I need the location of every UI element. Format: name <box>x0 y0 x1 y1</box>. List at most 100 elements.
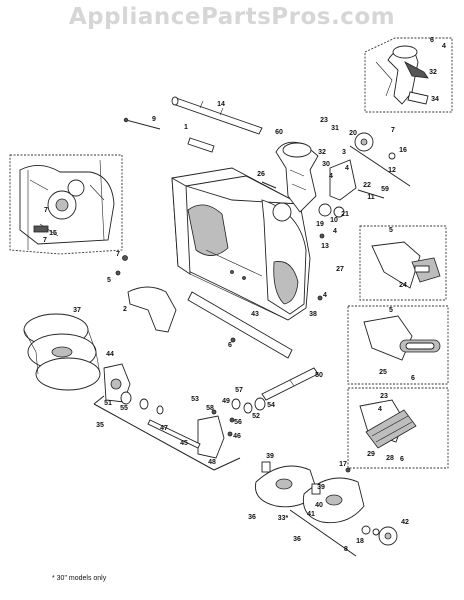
inset-gearbox-detail <box>9 154 123 255</box>
callout-c-36b: 36 <box>293 536 301 543</box>
discharge-chute <box>275 141 319 213</box>
callout-c-14: 14 <box>217 101 225 108</box>
callout-c-37: 37 <box>73 307 81 314</box>
callout-c-5b: 5 <box>107 277 111 284</box>
callout-c-48: 48 <box>208 459 216 466</box>
scraper-bar <box>187 291 293 359</box>
callout-c-29: 29 <box>367 451 375 458</box>
callout-c-36a: 36 <box>248 514 256 521</box>
callout-c-13: 13 <box>321 243 329 250</box>
callout-c-5c: 5 <box>389 307 393 314</box>
callout-c-30: 30 <box>322 161 330 168</box>
callout-c-33: 33* <box>278 515 289 522</box>
callout-c-51: 51 <box>104 400 112 407</box>
callout-c-7d: 7 <box>116 251 120 258</box>
auger-shaft <box>261 367 319 401</box>
callout-c-25: 25 <box>379 369 387 376</box>
footnote-text: * 30" models only <box>52 575 107 582</box>
callout-c-24: 24 <box>399 282 407 289</box>
watermark-text: AppliancePartsPros.com <box>69 4 395 30</box>
callout-c-39a: 39 <box>266 453 274 460</box>
callout-c-55: 55 <box>120 405 128 412</box>
callout-c-39b: 39 <box>317 484 325 491</box>
callout-c-42: 42 <box>401 519 409 526</box>
callout-c-56: 56 <box>234 419 242 426</box>
callout-c-23a: 23 <box>320 117 328 124</box>
callout-c-28: 28 <box>386 455 394 462</box>
callout-c-21: 21 <box>341 211 349 218</box>
callout-c-44: 44 <box>106 351 114 358</box>
callout-c-18: 18 <box>356 538 364 545</box>
callout-c-32a: 32 <box>429 69 437 76</box>
callout-c-6a: 6 <box>430 37 434 44</box>
callout-c-12: 12 <box>388 167 396 174</box>
callout-c-35: 35 <box>96 422 104 429</box>
callout-c-52: 52 <box>252 413 260 420</box>
callout-c-5a: 5 <box>389 227 393 234</box>
callout-c-3: 3 <box>342 149 346 156</box>
callout-c-15: 15 <box>49 230 57 237</box>
callout-c-34: 34 <box>431 96 439 103</box>
callout-c-7c: 7 <box>43 237 47 244</box>
callout-c-32b: 32 <box>318 149 326 156</box>
auger-axle-hardware <box>93 391 266 471</box>
callout-c-41: 41 <box>307 511 315 518</box>
callout-c-2: 2 <box>123 306 127 313</box>
auger-housing <box>171 167 311 321</box>
callout-c-20: 20 <box>349 130 357 137</box>
callout-c-49: 49 <box>222 398 230 405</box>
inset-skid-24 <box>359 225 447 301</box>
gearbox-side-plate <box>127 286 177 333</box>
callout-c-60: 60 <box>275 129 283 136</box>
callout-c-7b: 7 <box>44 207 48 214</box>
callout-c-47: 47 <box>160 425 168 432</box>
inset-chute-assembly <box>364 37 453 113</box>
rod <box>123 117 161 130</box>
callout-c-7a: 7 <box>391 127 395 134</box>
callout-c-43: 43 <box>251 311 259 318</box>
bearing-bracket <box>187 137 215 153</box>
callout-c-40: 40 <box>315 502 323 509</box>
callout-c-6c: 6 <box>411 375 415 382</box>
callout-c-45: 45 <box>180 440 188 447</box>
callout-c-27: 27 <box>336 266 344 273</box>
callout-c-4c: 4 <box>345 165 349 172</box>
callout-c-11: 11 <box>367 194 375 201</box>
callout-c-50: 50 <box>315 372 323 379</box>
callout-c-53: 53 <box>191 396 199 403</box>
callout-c-19: 19 <box>316 221 324 228</box>
callout-c-6d: 6 <box>400 456 404 463</box>
callout-c-38: 38 <box>309 311 317 318</box>
callout-c-8: 8 <box>344 546 348 553</box>
callout-c-4f: 4 <box>378 406 382 413</box>
gearbox-plate <box>147 415 225 459</box>
callout-c-16: 16 <box>399 147 407 154</box>
chute-pulley-assembly <box>261 132 411 218</box>
callout-c-31: 31 <box>331 125 339 132</box>
callout-c-17: 17 <box>339 461 347 468</box>
callout-c-23b: 23 <box>380 393 388 400</box>
callout-c-59: 59 <box>381 186 389 193</box>
housing-hardware <box>115 233 325 343</box>
auger-hub <box>289 467 398 557</box>
right-auger-flights <box>254 461 365 524</box>
left-auger-flight <box>23 313 101 391</box>
callout-c-10: 10 <box>330 217 338 224</box>
inset-skid-29 <box>347 387 449 469</box>
callout-c-58: 58 <box>206 405 214 412</box>
callout-c-4e: 4 <box>323 292 327 299</box>
inset-skid-25 <box>347 305 449 385</box>
callout-c-26: 26 <box>257 171 265 178</box>
callout-c-9: 9 <box>152 116 156 123</box>
callout-c-4b: 4 <box>329 173 333 180</box>
impeller-shaft <box>171 96 263 135</box>
callout-c-22: 22 <box>363 182 371 189</box>
callout-c-57: 57 <box>235 387 243 394</box>
callout-c-6b: 6 <box>228 342 232 349</box>
callout-c-1: 1 <box>184 124 188 131</box>
callout-c-46: 46 <box>233 433 241 440</box>
callout-c-4a: 4 <box>442 43 446 50</box>
callout-c-54: 54 <box>267 402 275 409</box>
